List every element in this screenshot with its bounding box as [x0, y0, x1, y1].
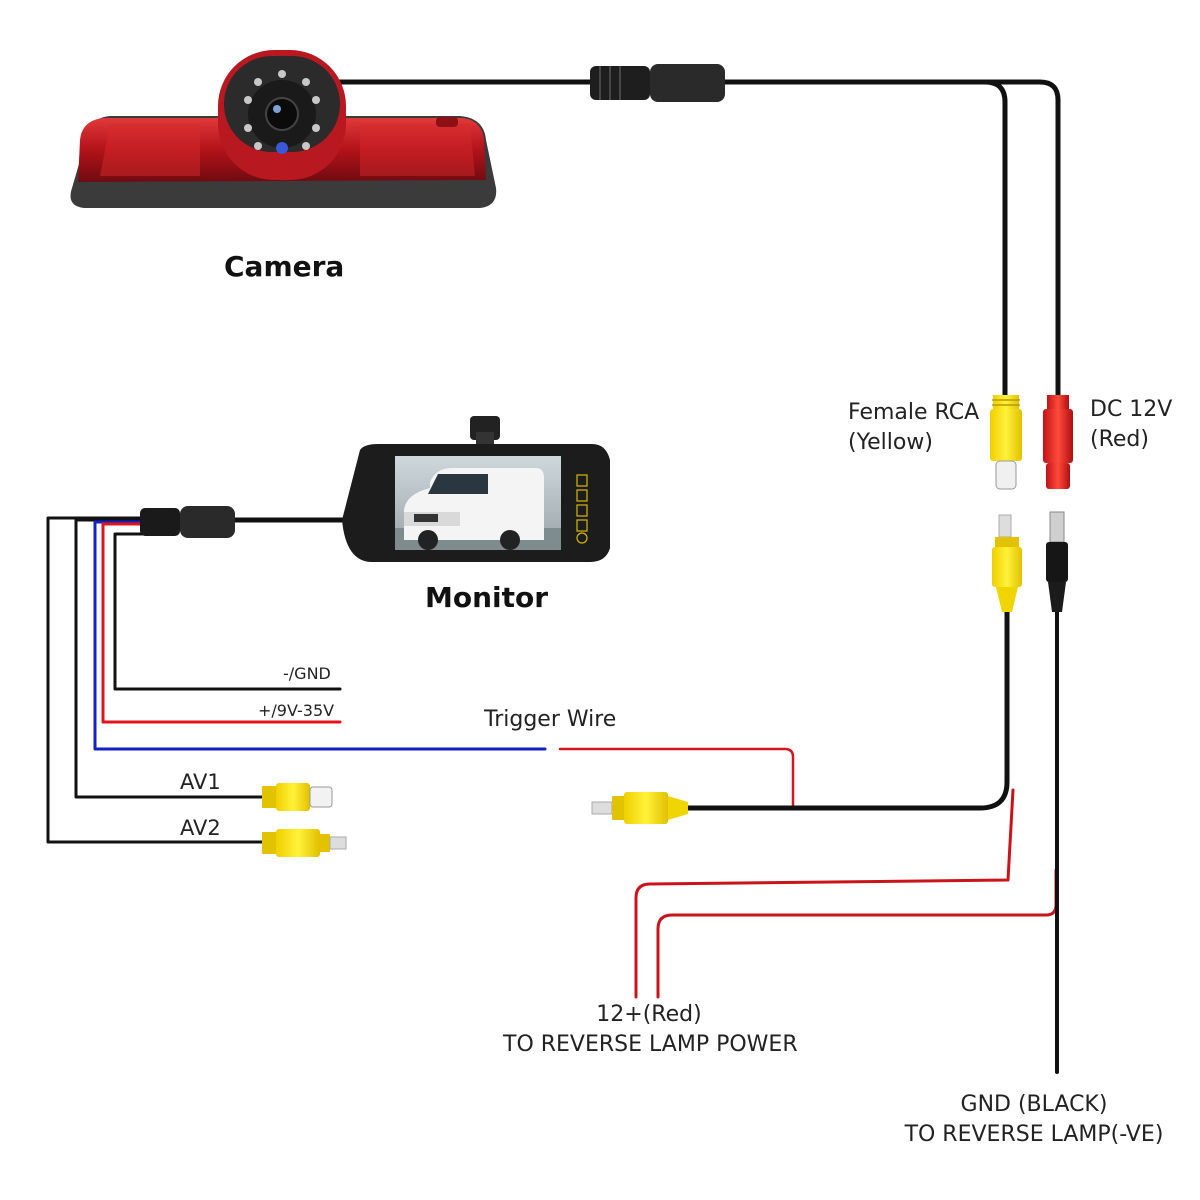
av1-rca: [262, 783, 333, 811]
reverse-lamp-gnd-line1: GND (BLACK): [960, 1092, 1108, 1117]
monitor-illustration: [342, 416, 610, 562]
video-extension-cable: [685, 609, 1010, 811]
dc12v-label: DC 12V (Red): [1090, 395, 1172, 455]
monitor-harness-connector: [140, 506, 235, 538]
lamp-red-wire-1: [634, 788, 1015, 999]
female-rca-connector: [990, 395, 1022, 490]
reverse-lamp-power-line1: 12+(Red): [596, 1002, 702, 1027]
harness-av1-black: [74, 518, 264, 799]
power-label: +/9V-35V: [258, 701, 335, 720]
male-rca-vertical: [992, 514, 1022, 612]
camera-illustration: [70, 50, 497, 208]
harness-blue-trigger: [93, 520, 547, 751]
av2-label: AV2: [180, 816, 221, 840]
harness-outer-black: [46, 516, 264, 844]
camera-connector: [590, 64, 725, 102]
dc12v-label-line1: DC 12V: [1090, 397, 1173, 422]
dc12v-connector: [1043, 395, 1073, 489]
reverse-lamp-power-label: 12+(Red) TO REVERSE LAMP POWER: [503, 1000, 798, 1060]
female-rca-label-line1: Female RCA: [848, 400, 980, 425]
av1-label: AV1: [180, 770, 221, 794]
female-rca-label-line2: (Yellow): [848, 430, 933, 455]
harness-red-power: [101, 522, 342, 724]
male-rca-horizontal: [591, 792, 688, 824]
gnd-label: -/GND: [283, 664, 331, 683]
trigger-wire-label: Trigger Wire: [484, 707, 617, 732]
lamp-red-wire-2: [656, 868, 1058, 999]
female-rca-label: Female RCA (Yellow): [848, 398, 979, 458]
av2-rca: [262, 829, 347, 857]
wires: [46, 79, 1061, 1074]
dc-male-plug: [1046, 511, 1068, 612]
harness-black-gnd: [113, 532, 342, 691]
trigger-red-wire: [558, 747, 795, 807]
reverse-lamp-gnd-line2: TO REVERSE LAMP(-VE): [904, 1122, 1164, 1147]
reverse-lamp-power-line2: TO REVERSE LAMP POWER: [503, 1032, 798, 1057]
dc12v-label-line2: (Red): [1090, 427, 1149, 452]
monitor-label: Monitor: [425, 581, 549, 614]
camera-cable-right: [722, 79, 1008, 398]
camera-label: Camera: [224, 250, 345, 283]
camera-cable-right-red-branch: [722, 79, 1061, 398]
reverse-lamp-gnd-label: GND (BLACK) TO REVERSE LAMP(-VE): [904, 1090, 1164, 1150]
